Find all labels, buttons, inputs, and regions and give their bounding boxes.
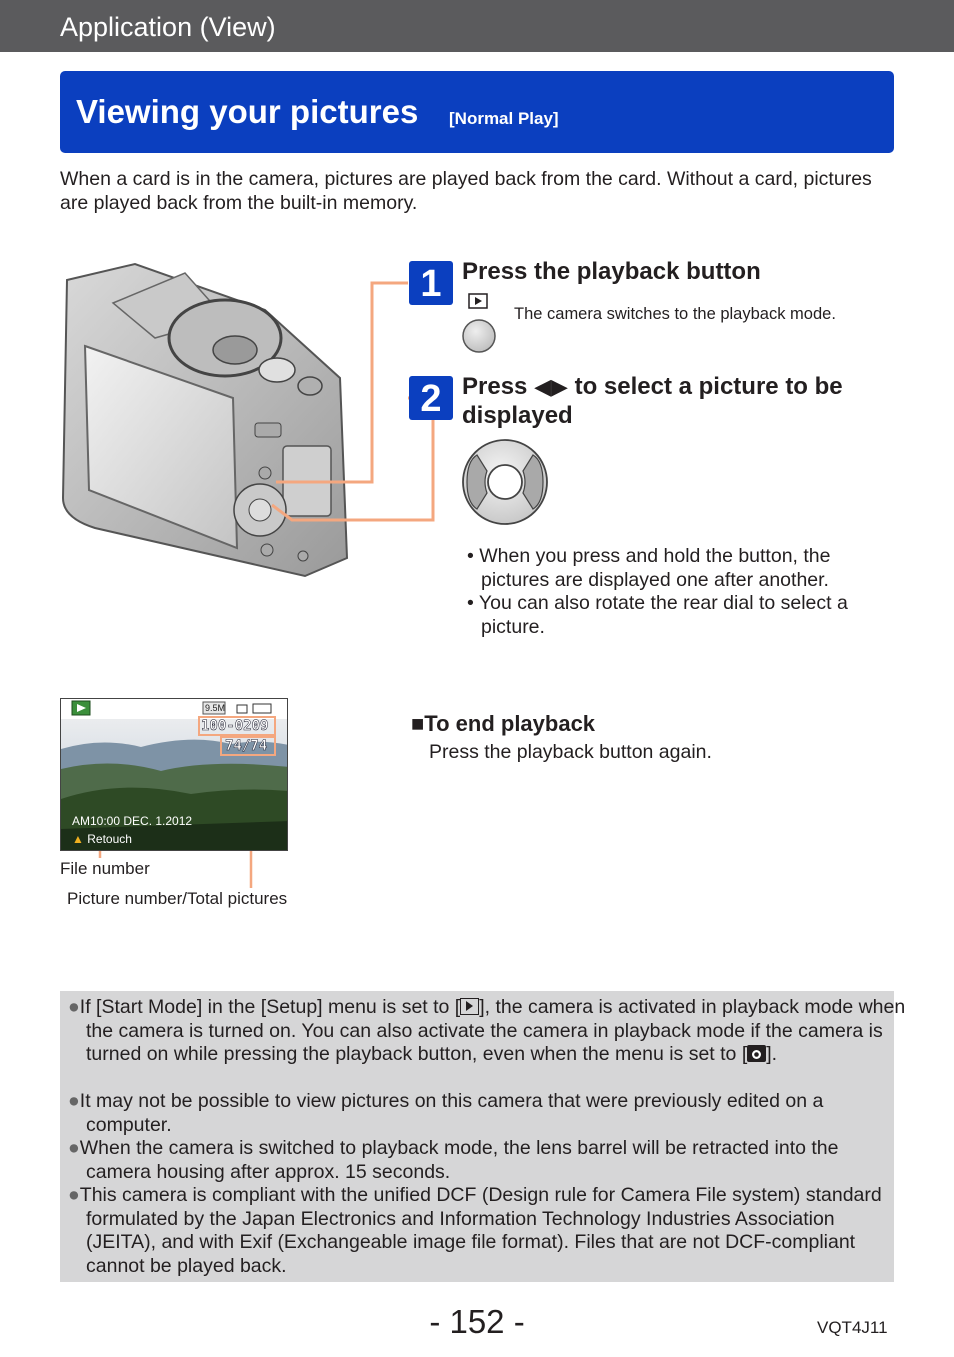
bullet-dot-icon: ● bbox=[68, 1090, 80, 1112]
recording-datetime: AM10:00 DEC. 1.2012 bbox=[72, 814, 193, 828]
square-bullet-icon: ■ bbox=[411, 711, 425, 736]
camera-illustration bbox=[61, 262, 349, 578]
playback-button-icon bbox=[462, 319, 496, 353]
page-title: Viewing your pictures bbox=[76, 93, 419, 130]
notes-box: ●If [Start Mode] in the [Setup] menu is … bbox=[60, 991, 905, 1282]
file-number-value: 100-0209 bbox=[201, 718, 269, 735]
page-number: - 152 - bbox=[429, 1303, 525, 1340]
retouch-indicator: ▲ Retouch bbox=[72, 832, 132, 846]
section-header-bar: Application (View) bbox=[0, 0, 954, 52]
bullet-item: • When you press and hold the button, th… bbox=[467, 545, 831, 591]
playback-screen-example: 9.5M 100-0209 74/74 AM10:00 DEC. 1.2012 … bbox=[60, 698, 288, 851]
document-code: VQT4J11 bbox=[817, 1318, 888, 1337]
step-2-bullets: • When you press and hold the button, th… bbox=[467, 545, 897, 639]
note-item: ●It may not be possible to view pictures… bbox=[68, 1090, 824, 1136]
playback-mode-icon bbox=[460, 998, 480, 1015]
step-2-title-suffix: to select a picture to be displayed bbox=[462, 373, 843, 429]
intro-text: When a card is in the camera, pictures a… bbox=[60, 168, 872, 214]
up-arrow-icon: ▲ bbox=[72, 832, 84, 846]
note-item: ●If [Start Mode] in the [Setup] menu is … bbox=[68, 996, 906, 1065]
bullet-item: • You can also rotate the rear dial to s… bbox=[467, 592, 848, 638]
playback-icon bbox=[468, 293, 488, 309]
step-number-2: 2 bbox=[409, 376, 453, 420]
step-1-note: The camera switches to the playback mode… bbox=[514, 305, 836, 323]
image-size-badge: 9.5M bbox=[205, 703, 226, 713]
step-2-title-prefix: Press bbox=[462, 373, 528, 400]
bullet-dot-icon: ● bbox=[68, 1137, 80, 1159]
cursor-buttons-icon bbox=[462, 439, 548, 525]
note-item: ●When the camera is switched to playback… bbox=[68, 1137, 839, 1183]
picture-count-value: 74/74 bbox=[225, 738, 268, 755]
page-title-box: Viewing your pictures [Normal Play] bbox=[60, 71, 894, 153]
bullet-dot-icon: ● bbox=[68, 1184, 80, 1206]
end-playback-heading: ■To end playback bbox=[411, 711, 596, 736]
file-number-label: File number bbox=[60, 859, 150, 878]
step-1-title: Press the playback button bbox=[462, 258, 761, 285]
step-2-title: Press ◀▶ to select a picture to be displ… bbox=[462, 372, 897, 430]
left-right-arrows-icon: ◀▶ bbox=[534, 374, 568, 399]
retouch-label: Retouch bbox=[87, 832, 132, 846]
camera-icon bbox=[747, 1045, 767, 1062]
landscape-photo bbox=[61, 699, 287, 850]
section-title: Application (View) bbox=[60, 12, 276, 42]
note-item: ●This camera is compliant with the unifi… bbox=[68, 1184, 882, 1277]
step-number-1: 1 bbox=[409, 261, 453, 305]
end-playback-text: Press the playback button again. bbox=[429, 741, 712, 763]
bullet-dot-icon: ● bbox=[68, 996, 80, 1018]
picture-total-label: Picture number/Total pictures bbox=[67, 889, 288, 908]
page-subtitle: [Normal Play] bbox=[449, 109, 559, 128]
